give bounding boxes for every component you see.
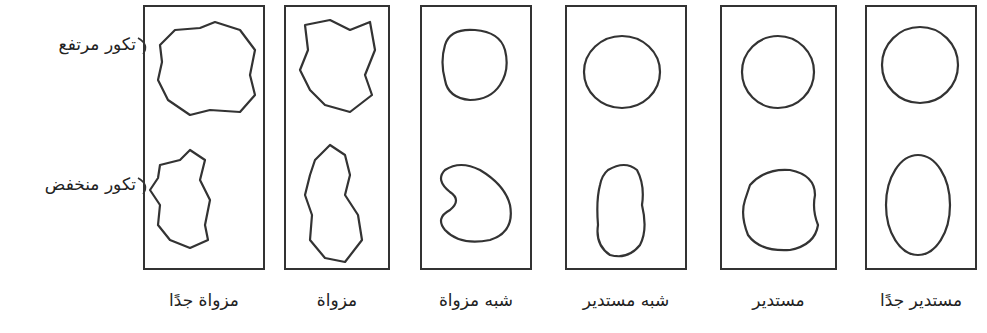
grain-panel: شبه مستدير [565,5,687,270]
grain-panel: مزواة [284,5,390,270]
roundness-label: مزواة [256,290,418,310]
grain-panel: مستدير [720,5,837,270]
sphericity-label: تكور مرتفع [59,34,136,54]
roundness-label: شبه مستدير [537,290,715,310]
grain-panel: مزواة جدًا [143,5,265,270]
roundness-label: مستدير [692,290,865,310]
roundness-label: مزواة جدًا [115,290,293,310]
sphericity-label: تكور منخفض [45,174,136,194]
roundness-label: شبه مزواة [392,290,560,310]
grain-panel: شبه مزواة [420,5,532,270]
grain-panel: مستدير جدًا [865,5,977,270]
roundness-label: مستدير جدًا [837,290,987,310]
